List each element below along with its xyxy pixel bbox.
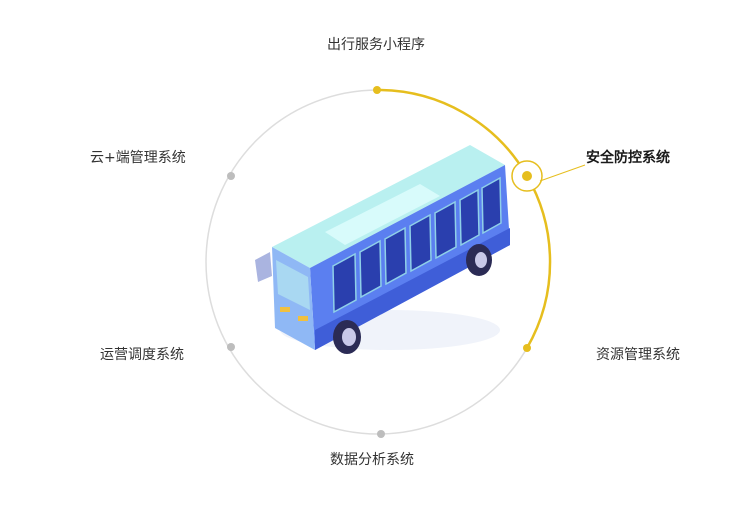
node-left-top[interactable] [227,172,235,180]
node-top[interactable] [373,86,381,94]
node-right-top[interactable] [512,161,585,191]
module-label-left-top[interactable]: 云+端管理系统 [90,149,186,167]
module-label-right-top[interactable]: 安全防控系统 [586,149,670,167]
module-label-right-bot[interactable]: 资源管理系统 [596,346,680,364]
node-left-bot[interactable] [227,343,235,351]
bus-illustration [255,145,510,354]
module-label-left-bot[interactable]: 运营调度系统 [100,346,184,364]
module-label-top[interactable]: 出行服务小程序 [327,36,425,54]
node-right-bot[interactable] [523,344,531,352]
module-label-bottom[interactable]: 数据分析系统 [330,451,414,469]
node-bottom[interactable] [377,430,385,438]
